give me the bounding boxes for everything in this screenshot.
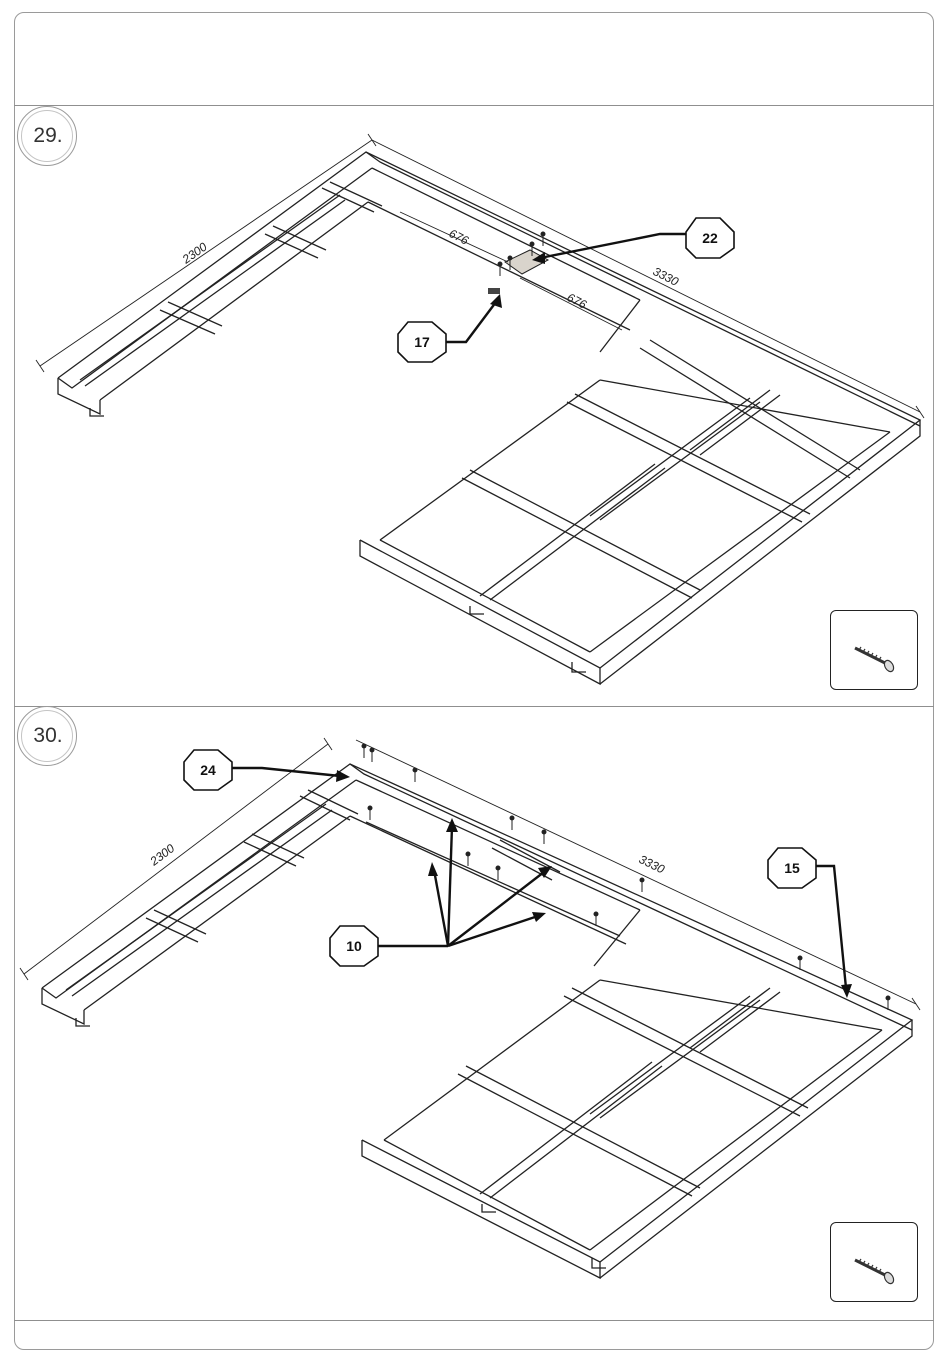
svg-text:15: 15 — [784, 860, 800, 876]
callout-15: 15 — [768, 848, 852, 998]
step-number: 29. — [18, 124, 78, 148]
floor-outline — [42, 764, 912, 1262]
callout-24: 24 — [184, 750, 350, 790]
tool-box — [830, 1222, 918, 1302]
step-number: 30. — [18, 724, 78, 748]
screw-icon — [831, 1223, 919, 1303]
svg-text:10: 10 — [346, 938, 362, 954]
dimension-right-length: 3330 — [637, 852, 667, 876]
dimension-left-length: 2300 — [147, 841, 178, 869]
svg-text:24: 24 — [200, 762, 216, 778]
